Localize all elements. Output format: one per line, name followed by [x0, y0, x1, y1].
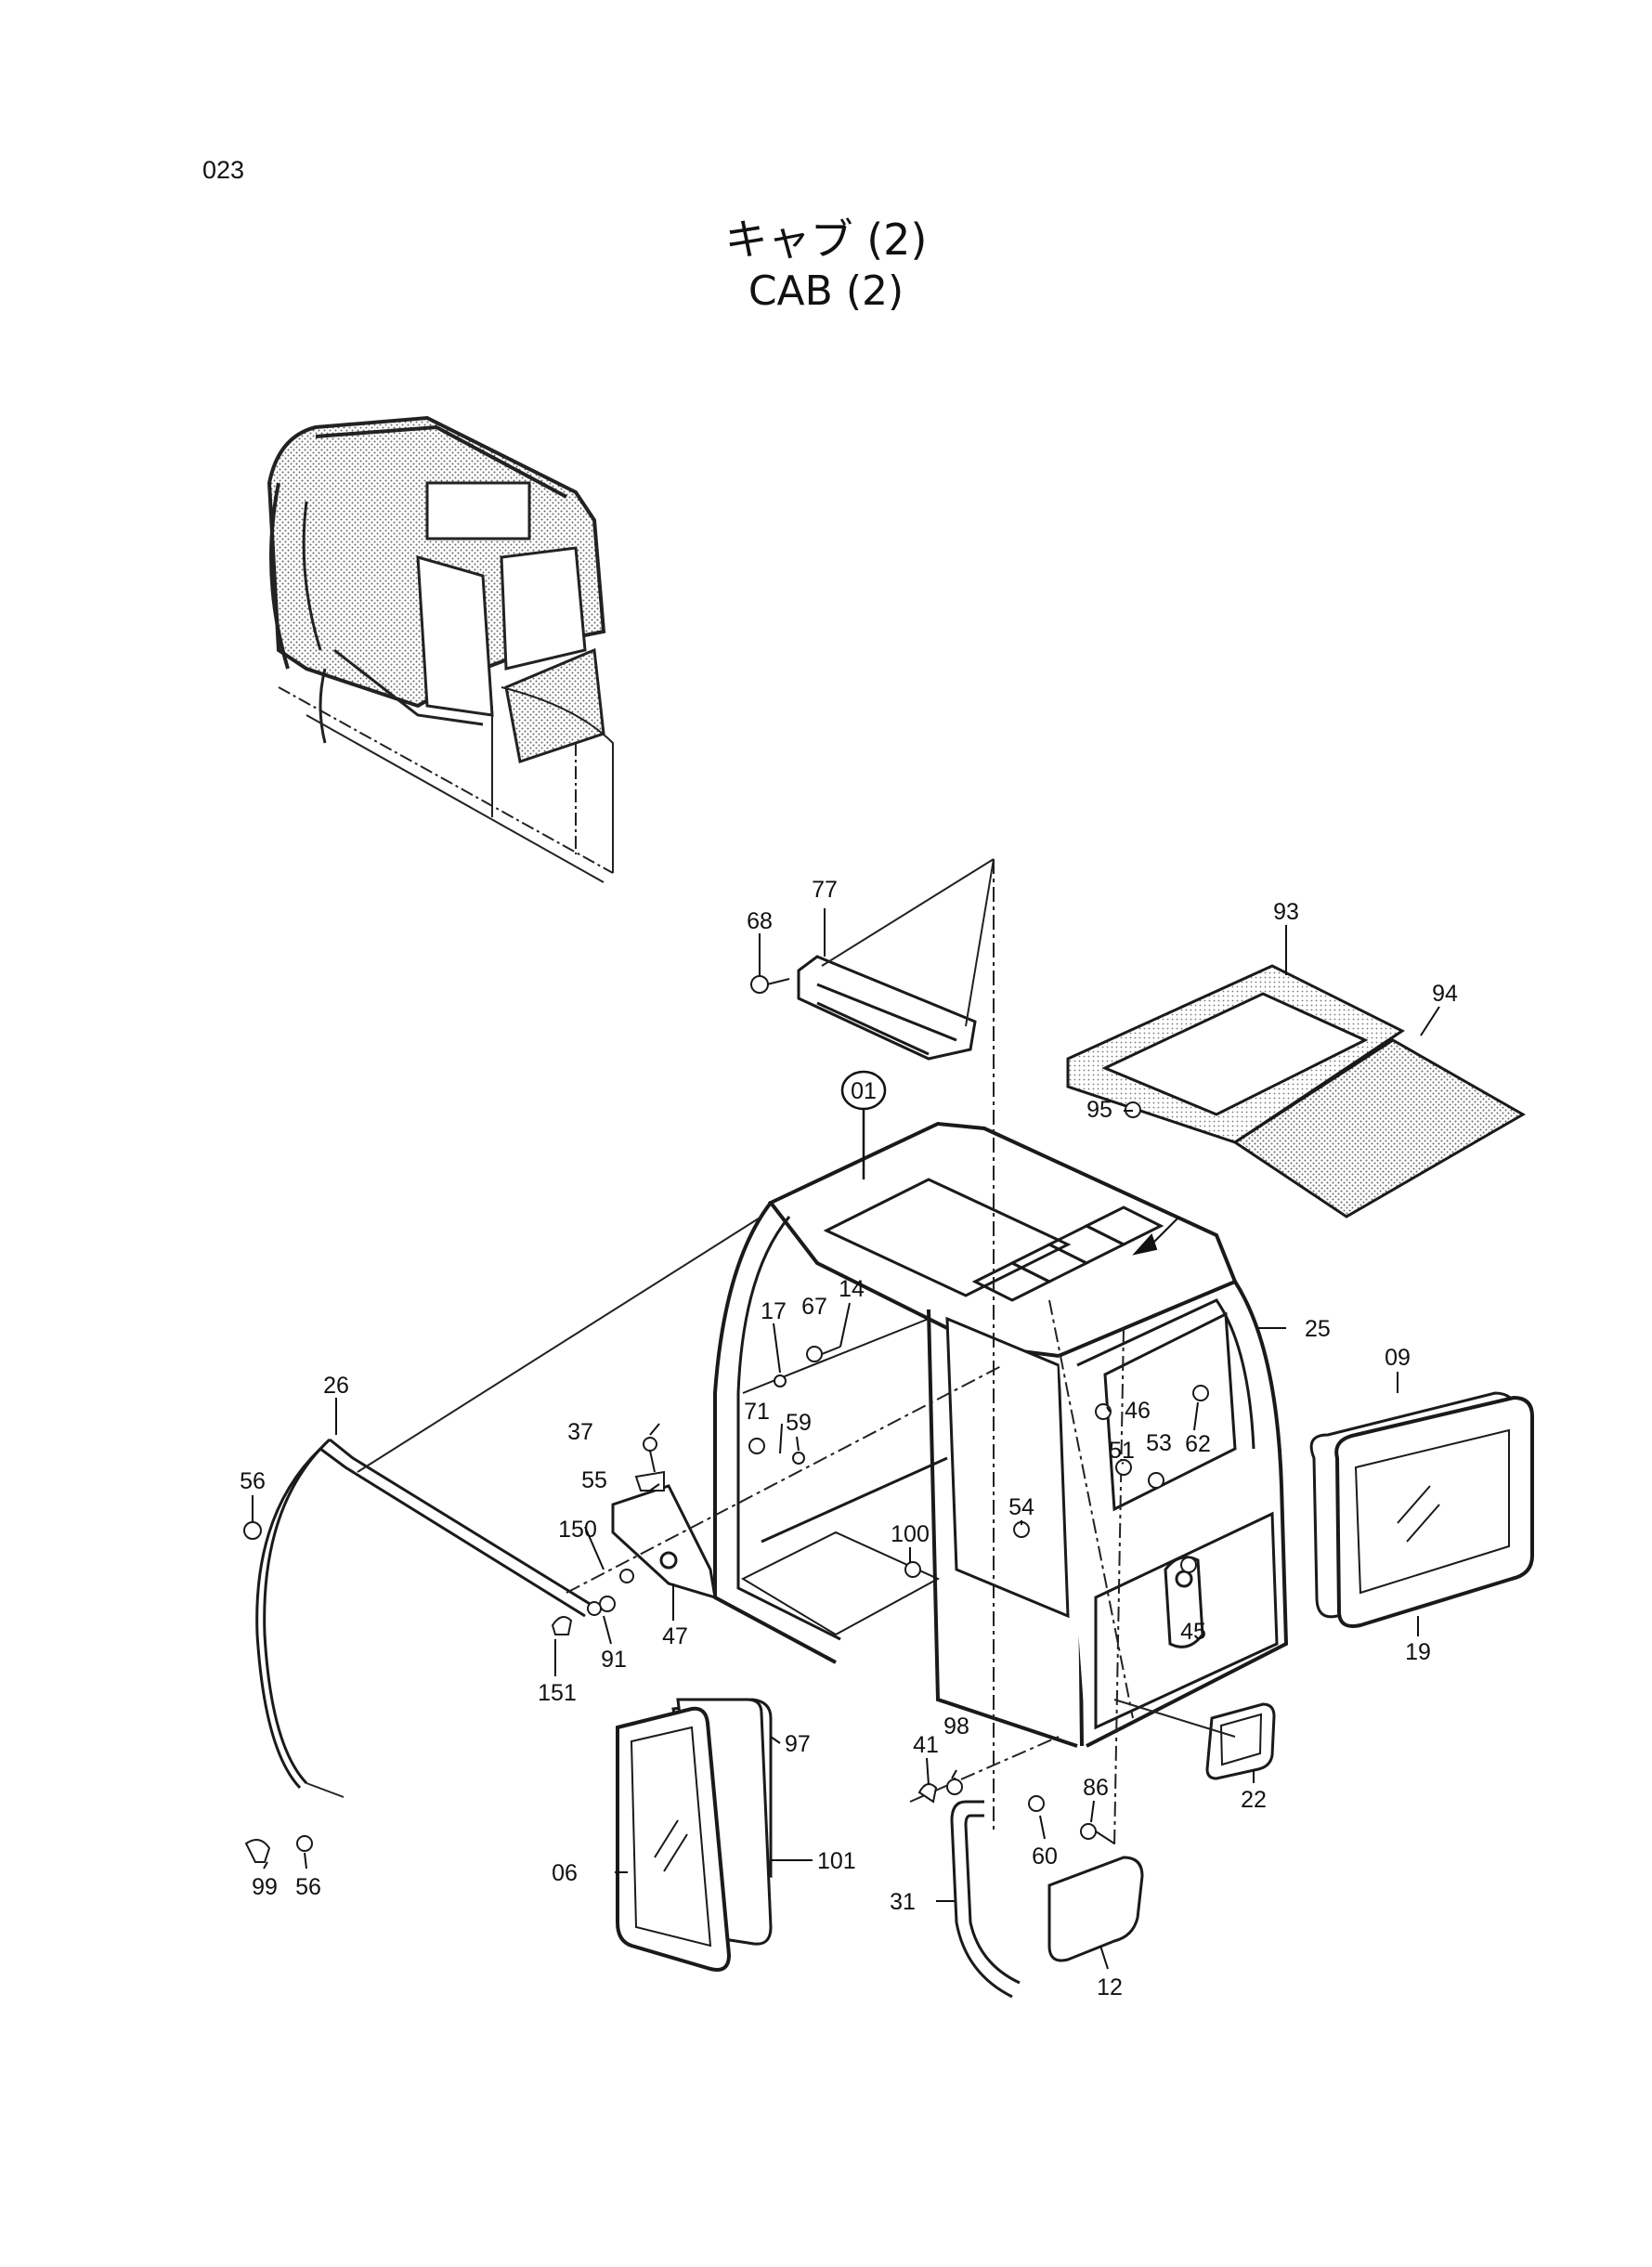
- callout-77: 77: [812, 877, 838, 903]
- callout-53: 53: [1146, 1430, 1172, 1456]
- callout-19: 19: [1405, 1639, 1431, 1665]
- title-japanese: キャブ (2): [724, 215, 928, 265]
- callout-45: 45: [1180, 1619, 1206, 1645]
- callout-62: 62: [1185, 1431, 1211, 1457]
- thumbnail-cab-frame: [267, 415, 606, 763]
- callout-93: 93: [1273, 899, 1299, 925]
- callout-55: 55: [581, 1467, 607, 1493]
- plate-47: [611, 1484, 717, 1600]
- callout-56-bottom: 56: [295, 1874, 321, 1900]
- thumbnail-leader-lines: [278, 686, 614, 883]
- callout-25: 25: [1305, 1316, 1331, 1342]
- callout-22: 22: [1241, 1787, 1267, 1813]
- callout-100: 100: [891, 1521, 930, 1547]
- handrail-31: [950, 1800, 1021, 1999]
- callout-09: 09: [1385, 1345, 1411, 1371]
- cover-plate-12: [1047, 1856, 1144, 1962]
- callout-37: 37: [567, 1419, 593, 1445]
- callout-06: 06: [552, 1860, 578, 1886]
- callout-51: 51: [1109, 1438, 1135, 1464]
- leader-lines: [306, 858, 1236, 1849]
- callout-98: 98: [943, 1713, 969, 1739]
- gasket-22: [1205, 1702, 1276, 1780]
- rear-window-glass-19: [1334, 1395, 1534, 1628]
- callout-94: 94: [1432, 981, 1458, 1007]
- handrail-26: [255, 1438, 595, 1790]
- callout-leaders: [252, 908, 1440, 1970]
- callout-101: 101: [817, 1848, 856, 1874]
- callout-99: 99: [252, 1874, 278, 1900]
- callout-68: 68: [747, 908, 773, 934]
- callout-67: 67: [801, 1294, 827, 1320]
- title-english: CAB (2): [748, 267, 904, 315]
- page-number: 023: [202, 156, 245, 184]
- callout-60: 60: [1032, 1844, 1058, 1870]
- callout-91: 91: [601, 1647, 627, 1673]
- callout-151: 151: [538, 1680, 577, 1706]
- callout-59: 59: [786, 1410, 812, 1436]
- callout-26: 26: [323, 1373, 349, 1399]
- roof-panel-94: [1232, 1038, 1527, 1218]
- callout-12: 12: [1097, 1974, 1123, 2000]
- callout-150: 150: [558, 1517, 597, 1543]
- bracket-45: [1164, 1556, 1204, 1648]
- callout-ring-01: [840, 1070, 887, 1179]
- callout-97: 97: [785, 1731, 811, 1757]
- cab-frame-01: [713, 1121, 1289, 1748]
- callout-17: 17: [761, 1298, 787, 1324]
- callout-47: 47: [662, 1623, 688, 1649]
- callout-41: 41: [913, 1732, 939, 1758]
- callout-86: 86: [1083, 1775, 1109, 1801]
- hardware-bolts: [243, 975, 1209, 1863]
- callout-labels: 68 77 93 94 95 01 25 09 19 22 26 56 14 6…: [240, 877, 1458, 2000]
- roof-arrow: [1132, 1216, 1180, 1256]
- callout-95: 95: [1086, 1097, 1112, 1123]
- callout-54: 54: [1008, 1494, 1034, 1520]
- duct-77: [797, 955, 977, 1061]
- callout-71: 71: [744, 1399, 770, 1425]
- callout-31: 31: [890, 1889, 916, 1915]
- callout-46: 46: [1125, 1398, 1151, 1424]
- callout-14: 14: [839, 1276, 865, 1302]
- callout-01: 01: [851, 1078, 877, 1104]
- side-window-glass-06: [616, 1706, 732, 1972]
- callout-56-top: 56: [240, 1468, 266, 1494]
